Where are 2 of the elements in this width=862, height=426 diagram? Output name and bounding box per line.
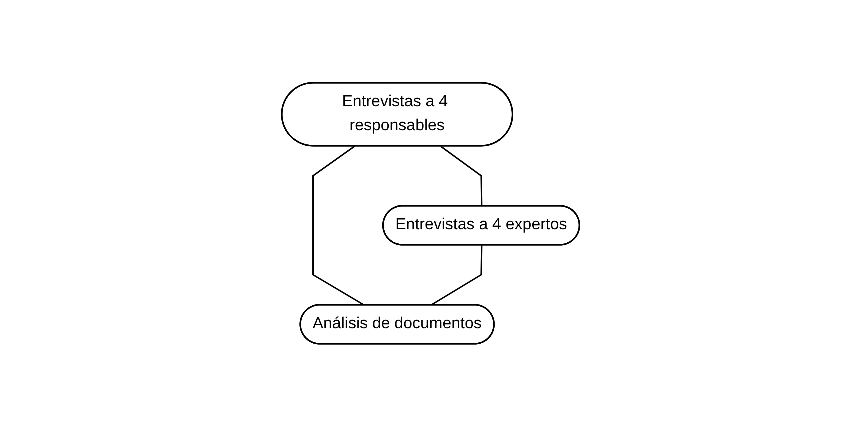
connector (440, 145, 483, 206)
connector (430, 244, 483, 306)
